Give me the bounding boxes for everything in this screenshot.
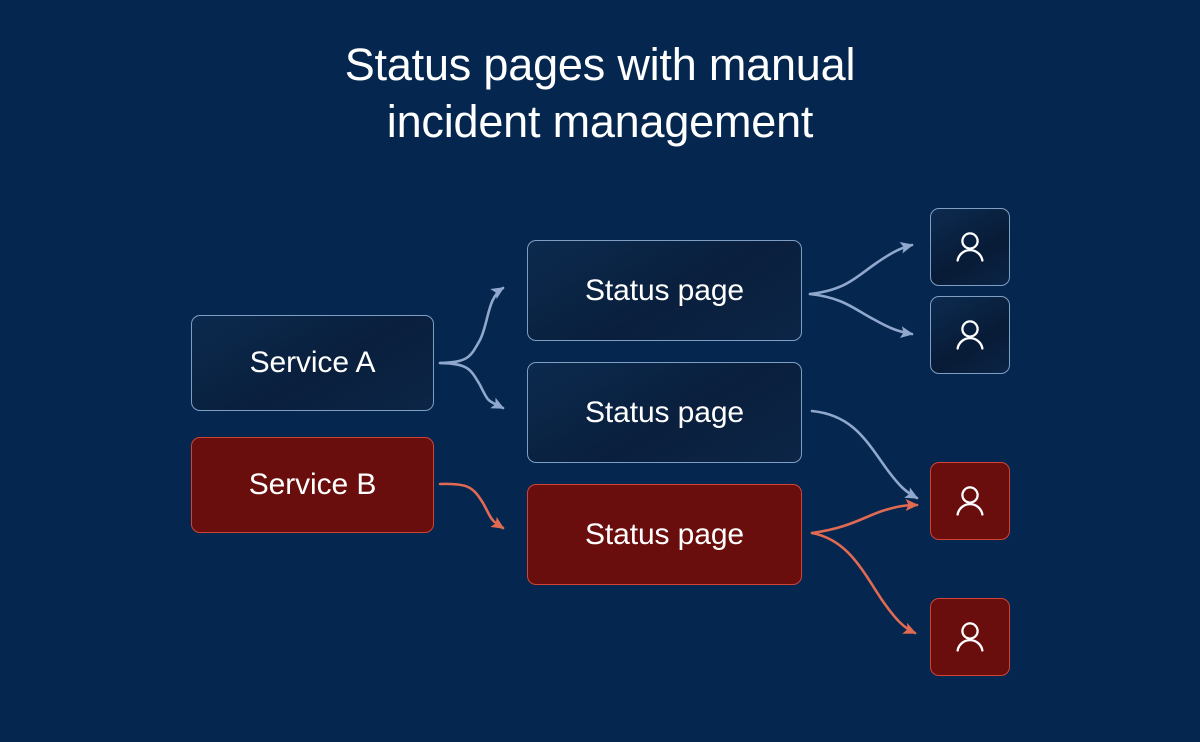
service-node-a-label: Service A [249, 346, 376, 379]
connector-serviceA-to-statuspage2 [438, 361, 505, 410]
user-node-4[interactable] [930, 598, 1010, 676]
connector-statuspage1-to-user2 [808, 292, 914, 338]
status-page-node-2[interactable]: Status page [527, 362, 802, 463]
status-page-node-3[interactable]: Status page [527, 484, 802, 585]
connector-statuspage3-to-user4 [810, 531, 917, 635]
user-node-2[interactable] [930, 296, 1010, 374]
connector-serviceA-to-statuspage1 [438, 286, 505, 365]
page-title: Status pages with manual incident manage… [344, 39, 856, 147]
person-icon [956, 486, 984, 516]
service-node-b-label: Service B [248, 468, 377, 501]
person-icon [956, 622, 984, 652]
person-icon [956, 232, 984, 262]
person-icon [956, 320, 984, 350]
status-page-node-3-label: Status page [584, 517, 745, 551]
connector-serviceB-to-statuspage3 [438, 482, 505, 530]
service-node-a[interactable]: Service A [191, 315, 434, 411]
status-page-node-2-label: Status page [584, 395, 745, 429]
user-node-1[interactable] [930, 208, 1010, 286]
connector-statuspage1-to-user1 [808, 241, 914, 296]
connector-statuspage3-to-user3 [810, 499, 919, 535]
status-page-node-1[interactable]: Status page [527, 240, 802, 341]
connector-statuspage2-to-user3 [810, 409, 919, 500]
service-node-b[interactable]: Service B [191, 437, 434, 533]
user-node-3[interactable] [930, 462, 1010, 540]
status-page-node-1-label: Status page [584, 273, 745, 307]
